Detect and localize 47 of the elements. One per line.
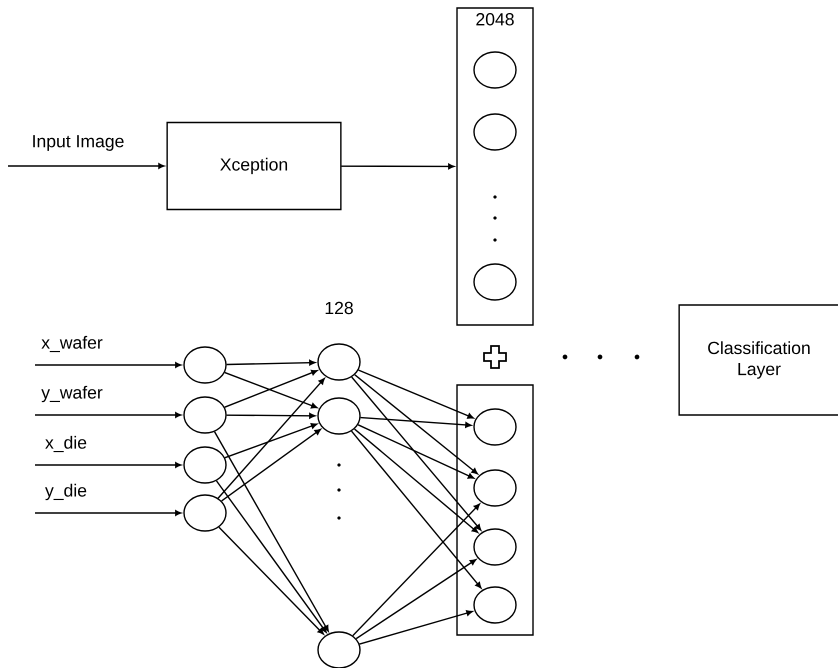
arrow: [351, 376, 482, 531]
edge-label: y_die: [44, 482, 88, 502]
layer-column: [456, 384, 534, 636]
arrow: [226, 360, 316, 366]
arrow: [35, 412, 182, 418]
arrow: [8, 163, 165, 169]
edge-label: y_wafer: [40, 384, 104, 404]
arrow: [354, 428, 478, 533]
arrow: [218, 526, 324, 635]
neuron-circle: [183, 346, 227, 384]
arrow: [358, 369, 474, 419]
arrow: [35, 510, 182, 516]
arrow: [218, 378, 325, 499]
neuron-circle: [183, 494, 227, 532]
layer-column: 2048: [456, 7, 534, 326]
neuron-circle: [317, 343, 361, 381]
arrow: [216, 480, 327, 633]
process-box: Xception: [166, 122, 342, 210]
edge-label: x_wafer: [40, 334, 104, 354]
arrow: [35, 462, 182, 468]
edge-label: x_die: [44, 434, 88, 454]
neuron-circle: [473, 469, 517, 507]
arrow: [342, 164, 454, 170]
neuron-circle: [183, 446, 227, 484]
arrow: [35, 362, 182, 368]
neuron-circle: [473, 586, 517, 624]
arrow: [356, 559, 476, 640]
neuron-circle: [317, 397, 361, 435]
arrow: [359, 610, 473, 645]
arrow: [351, 430, 482, 588]
arrow: [226, 412, 316, 419]
arrow: [354, 374, 478, 474]
neuron-circle: [183, 396, 227, 434]
arrow: [224, 423, 318, 458]
layer-size-label: 128: [326, 302, 353, 314]
neuron-circle: [473, 408, 517, 446]
arrow: [214, 431, 329, 632]
process-box: Classification Layer: [678, 304, 838, 416]
neuron-circle: [473, 263, 517, 301]
arrow: [352, 504, 480, 636]
arrow: [360, 416, 472, 428]
arrow: [221, 428, 322, 502]
arrow: [358, 424, 474, 479]
neuron-circle: [473, 51, 517, 89]
edge-label: Input Image: [30, 134, 126, 152]
neuron-circle: [473, 113, 517, 151]
neuron-circle: [473, 528, 517, 566]
